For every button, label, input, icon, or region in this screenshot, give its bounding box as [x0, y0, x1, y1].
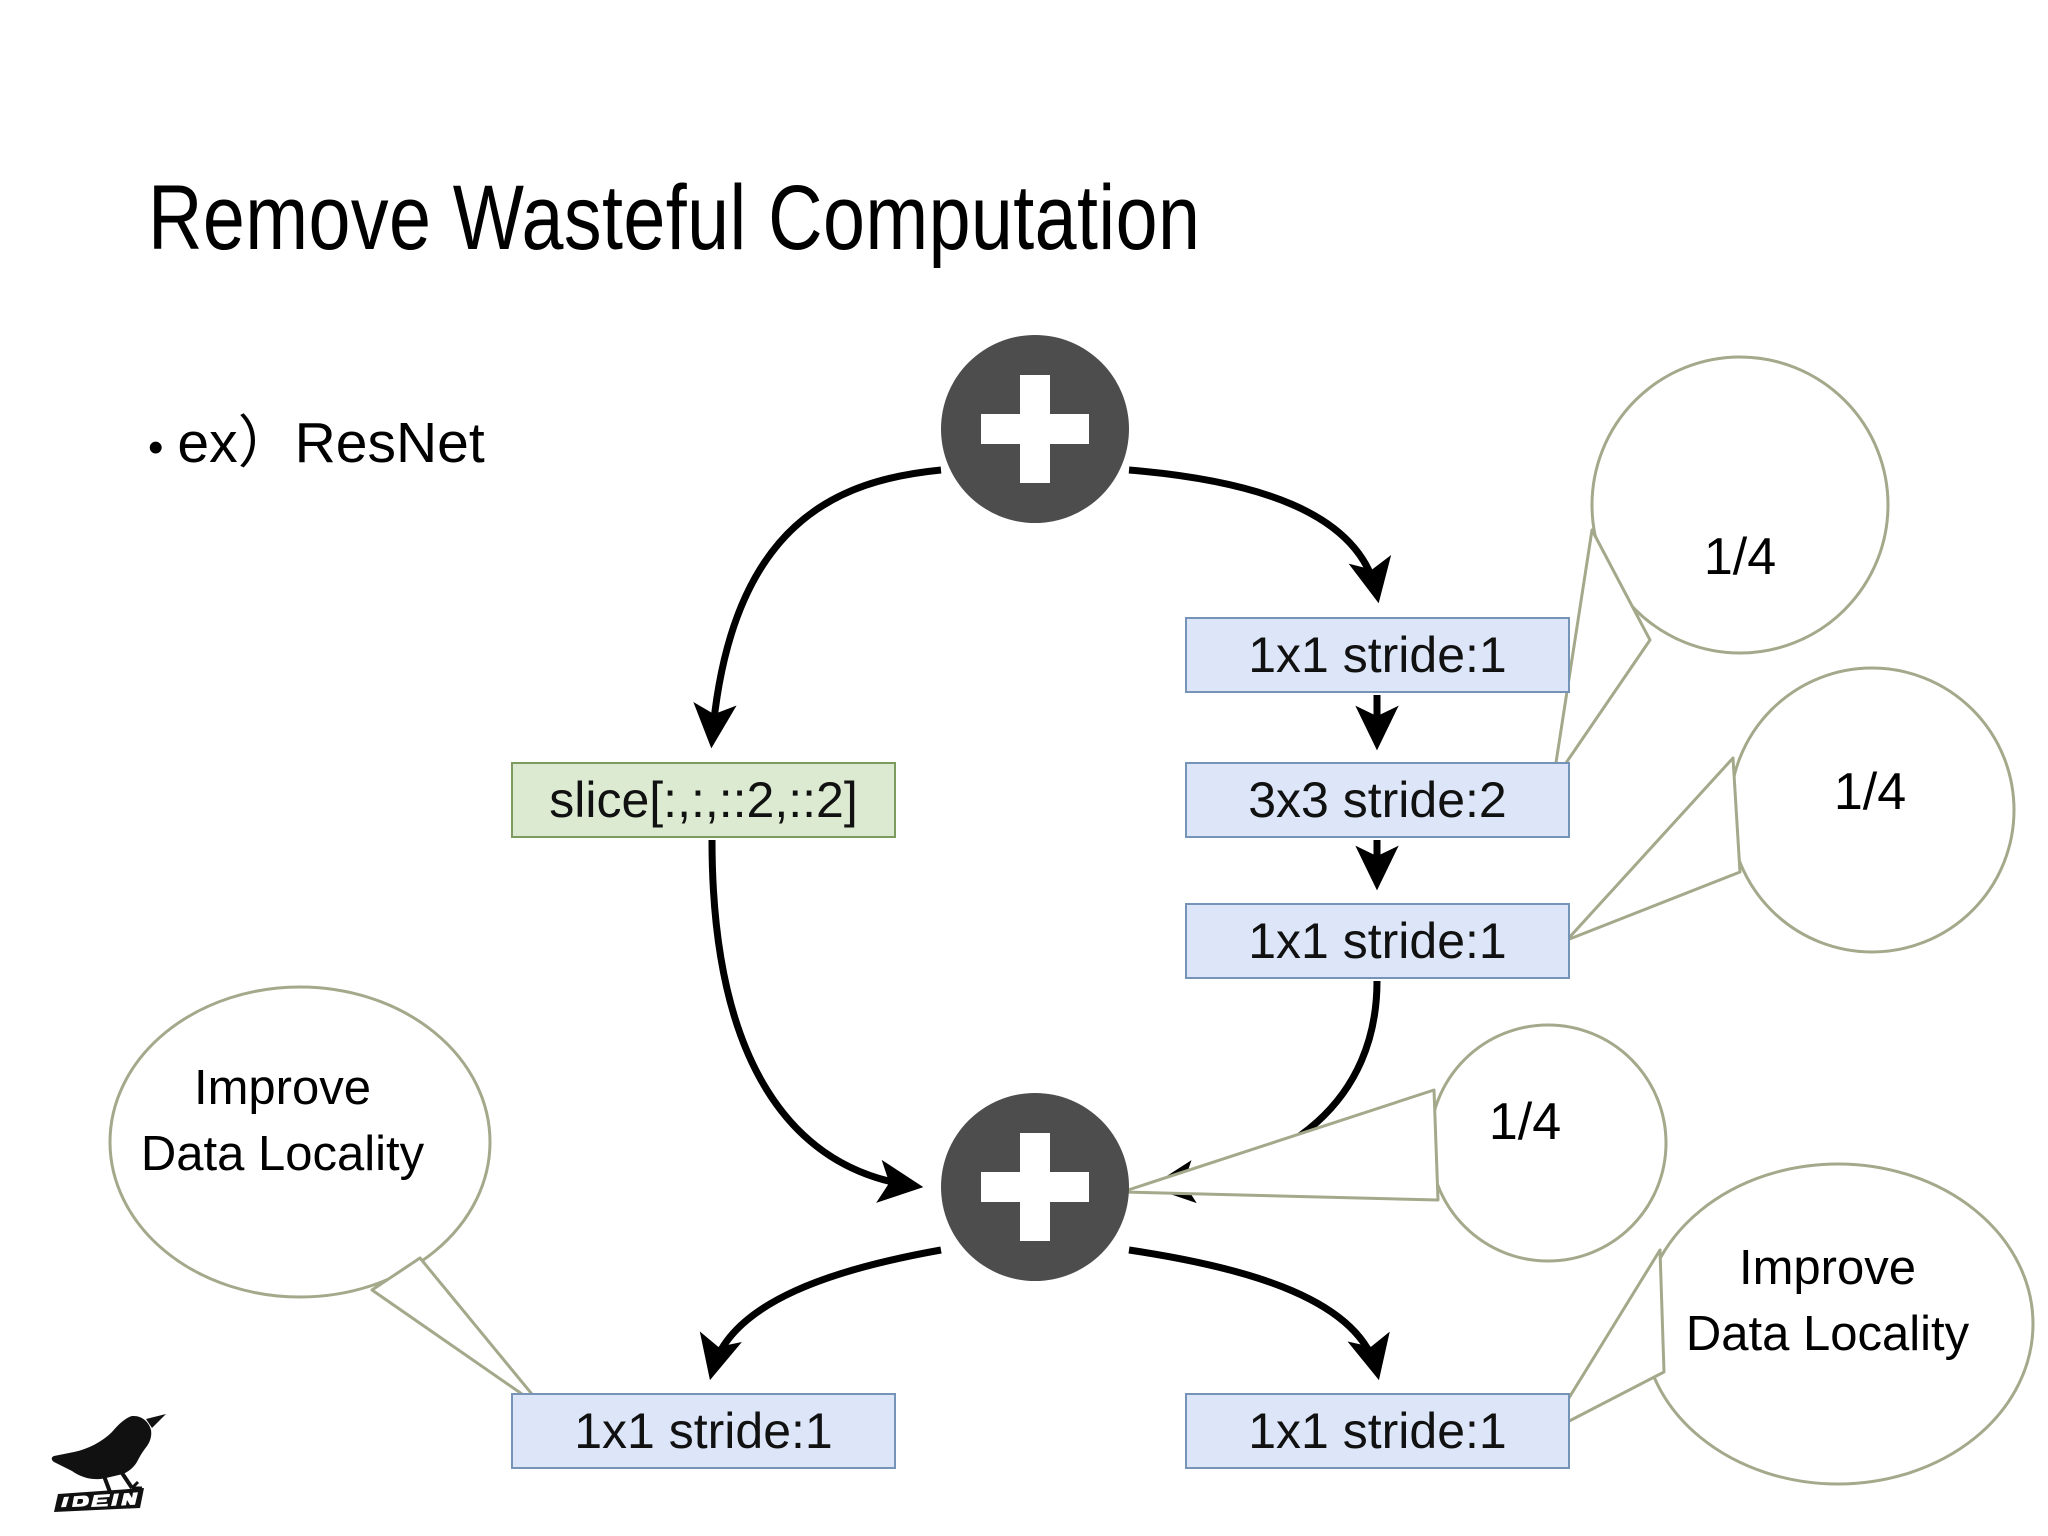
callout-quarter-3-shape — [1120, 1023, 1668, 1263]
edge-boxmid-to-plusbottom — [1149, 980, 1381, 1204]
node-box-bottom-right-1x1: 1x1 stride:1 — [1185, 1393, 1570, 1469]
callout-locality-left-shape — [108, 985, 547, 1412]
callout-quarter-1-shape — [1551, 355, 1890, 784]
node-box-3x3: 3x3 stride:2 — [1185, 762, 1570, 838]
callout-locality-right-label: Improve Data Locality — [1655, 1235, 2000, 1367]
idein-logo — [51, 1414, 166, 1512]
bullet-marker-icon: • — [148, 423, 164, 472]
crow-legs-icon — [102, 1471, 134, 1493]
crow-beak-icon — [146, 1414, 166, 1428]
callout-quarter-1-label: 1/4 — [1703, 528, 1777, 586]
page-title: Remove Wasteful Computation — [148, 167, 1201, 269]
callout-locality-right-line1: Improve — [1738, 1241, 1916, 1295]
callout-locality-right-shape — [1546, 1162, 2035, 1486]
edge-plustop-to-slice — [693, 466, 942, 749]
callout-locality-left-line2: Data Locality — [140, 1127, 425, 1182]
node-box-slice: slice[:,:,::2,::2] — [511, 762, 896, 838]
node-box-mid-1x1: 1x1 stride:1 — [1185, 903, 1570, 979]
edge-plusbottom-to-bottomright — [1128, 1246, 1390, 1381]
node-box-top-1x1: 1x1 stride:1 — [1185, 617, 1570, 693]
plus-node-bottom — [941, 1093, 1129, 1281]
bullet-item-label: ex）ResNet — [177, 411, 485, 475]
callout-quarter-2-label: 1/4 — [1833, 763, 1907, 821]
node-box-bottom-left-1x1: 1x1 stride:1 — [511, 1393, 896, 1469]
callout-quarter-2-shape — [1565, 666, 2016, 954]
callout-locality-right-line2: Data Locality — [1685, 1307, 1970, 1362]
callout-locality-left-label: Improve Data Locality — [110, 1055, 455, 1187]
callout-quarter-3-label: 1/4 — [1488, 1093, 1562, 1151]
callout-locality-left-line1: Improve — [193, 1061, 371, 1115]
plus-node-top — [941, 335, 1129, 523]
crow-icon — [51, 1416, 152, 1480]
edge-slice-to-plusbottom — [708, 839, 924, 1203]
plus-icon-vertical-bar — [1020, 1133, 1050, 1241]
plus-icon-vertical-bar — [1020, 375, 1050, 483]
edge-plustop-to-box-top — [1128, 466, 1392, 604]
bullet-item: • ex）ResNet — [148, 415, 485, 472]
edge-plusbottom-to-bottomleft — [699, 1246, 942, 1381]
